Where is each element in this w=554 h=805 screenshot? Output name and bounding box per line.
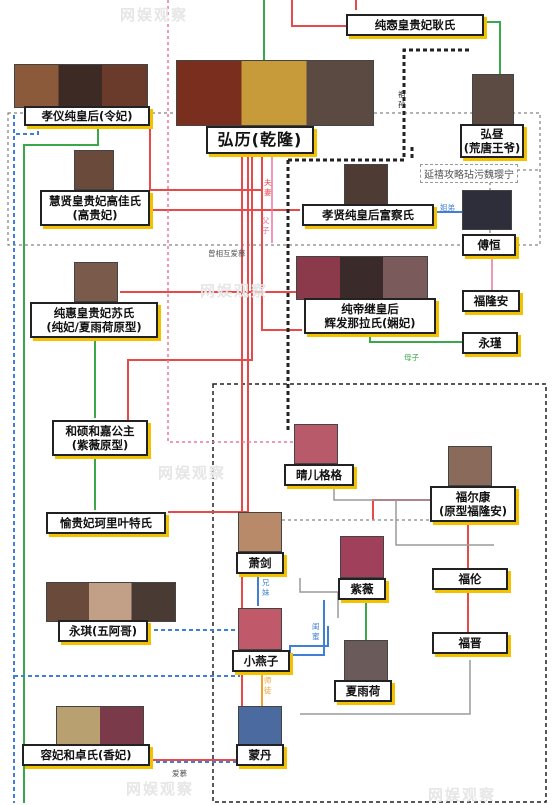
photo-portrait-meng-dan (238, 706, 282, 746)
photo-portrait-rong-fei (56, 706, 144, 748)
node-label-sub: (荒唐王爷) (463, 141, 521, 155)
node-label: 小燕子 (243, 653, 279, 668)
node-fu-long-an: 福隆安 (462, 290, 520, 312)
node-label: 紫薇 (350, 581, 374, 596)
node-xiao-yan-zi: 小燕子 (232, 650, 290, 672)
node-he-shuo: 和硕和嘉公主(紫薇原型) (52, 420, 148, 456)
node-label: 孝贤纯皇后富察氏 (322, 207, 414, 222)
node-label: 晴儿格格 (296, 467, 342, 482)
note-yan-xi: 延禧攻略玷污魏璎宁 (420, 164, 518, 183)
node-rong-fei: 容妃和卓氏(香妃) (22, 744, 150, 766)
node-chun-hui-geng: 纯悫皇贵妃耿氏 (346, 14, 484, 36)
node-label: 蒙丹 (248, 747, 272, 762)
label-fu-qi: 夫妻 (264, 178, 272, 197)
watermark: 网娱观察 (120, 6, 189, 24)
node-xiao-jian: 萧剑 (236, 552, 284, 574)
node-zi-wei: 紫薇 (338, 578, 386, 600)
node-fu-er-kang: 福尔康(原型福隆安) (430, 486, 516, 522)
photo-portrait-qing-er (294, 424, 338, 464)
node-meng-dan: 蒙丹 (236, 744, 284, 766)
node-label: 容妃和卓氏(香妃) (40, 747, 132, 762)
node-label: 和硕和嘉公主 (65, 423, 135, 438)
label-zu-sun: 祖孙 (398, 90, 406, 109)
node-hong-zhou: 弘昼(荒唐王爷) (460, 124, 524, 158)
label-ai-mu: 爱慕 (172, 769, 187, 778)
watermark: 网娱观察 (200, 282, 269, 300)
node-hong-li: 弘历(乾隆) (206, 126, 314, 154)
label-xiong-mei: 兄妹 (262, 578, 270, 597)
node-xia-yu-he: 夏雨荷 (334, 680, 392, 702)
node-label: 弘历(乾隆) (217, 130, 303, 149)
label-shi-tu: 师徒 (264, 676, 272, 695)
node-label-sub: (纯妃/夏雨荷原型) (46, 320, 142, 334)
node-label: 纯悫皇贵妃耿氏 (374, 17, 456, 32)
photo-portrait-xiao-yan-zi (238, 608, 282, 650)
node-label: 纯惠皇贵妃苏氏 (53, 305, 135, 320)
node-yong-ji: 永瑾 (462, 332, 518, 354)
node-label: 傅恒 (477, 237, 501, 252)
label-zeng-xiang-hu-ai-mu: 曾相互爱慕 (208, 249, 246, 258)
node-label: 萧剑 (248, 555, 272, 570)
node-qing-er: 晴儿格格 (284, 464, 354, 486)
node-label: 永琪(五阿哥) (68, 623, 137, 638)
node-yu-gui-fei: 愉贵妃珂里叶特氏 (46, 512, 166, 534)
label-mu-zi: 母子 (404, 353, 419, 362)
label-gui-mi: 闺蜜 (312, 622, 320, 641)
photo-portrait-xiao-jian (238, 512, 282, 552)
node-fu-heng: 傅恒 (462, 234, 516, 256)
node-label: 孝仪纯皇后(令妃) (41, 108, 133, 123)
photo-portrait-chun-hui-su (74, 262, 118, 302)
photo-portrait-fu-er-kang (448, 446, 492, 486)
node-label-sub: (原型福隆安) (438, 504, 507, 518)
label-zu-di: 姐弟 (440, 203, 455, 212)
photo-portrait-xia-yu-he (344, 640, 388, 682)
watermark: 网娱观察 (428, 786, 497, 804)
node-label: 福晋 (458, 635, 482, 650)
photo-portrait-yong-qi (46, 582, 176, 622)
black-dashed-lines (286, 48, 470, 430)
blue-lines (13, 115, 462, 803)
node-label: 愉贵妃珂里叶特氏 (60, 515, 152, 530)
node-label-sub: (紫薇原型) (71, 438, 129, 452)
photo-portrait-xiao-xian (344, 164, 388, 206)
node-label: 永瑾 (478, 335, 502, 350)
node-label-sub: (高贵妃) (72, 208, 118, 222)
node-xiao-yi: 孝仪纯皇后(令妃) (24, 106, 150, 126)
node-label: 慧贤皇贵妃高佳氏 (49, 193, 141, 208)
node-label: 福隆安 (473, 293, 509, 308)
node-hui-xian: 慧贤皇贵妃高佳氏(高贵妃) (40, 190, 150, 226)
photo-portrait-hong-li (176, 60, 374, 126)
node-label: 纯帝继皇后 (341, 301, 399, 316)
watermark: 网娱观察 (158, 464, 227, 482)
node-chun-hui-su: 纯惠皇贵妃苏氏(纯妃/夏雨荷原型) (30, 302, 158, 338)
photo-portrait-fu-heng (462, 190, 512, 230)
node-yong-qi: 永琪(五阿哥) (58, 620, 148, 642)
photo-portrait-xiao-yi (14, 64, 148, 108)
photo-portrait-zi-wei (340, 536, 384, 578)
green-lines (23, 0, 501, 803)
node-label: 夏雨荷 (345, 683, 381, 698)
watermark: 网娱观察 (126, 780, 195, 798)
label-fu-zi: 父子 (262, 216, 270, 235)
group-box-bottom (212, 383, 547, 803)
node-xiao-xian: 孝贤纯皇后富察氏 (302, 204, 434, 226)
photo-portrait-hui-xian (74, 150, 114, 190)
node-label: 弘昼 (480, 126, 504, 141)
photo-portrait-ji-di (296, 256, 428, 300)
node-fu-lun: 福伦 (432, 568, 508, 590)
node-label-sub: 辉发那拉氏(娴妃) (324, 316, 416, 330)
photo-portrait-hong-zhou (472, 74, 514, 128)
node-fu-jin: 福晋 (432, 632, 508, 654)
node-label: 福伦 (458, 571, 482, 586)
node-ji-di: 纯帝继皇后辉发那拉氏(娴妃) (304, 298, 436, 334)
node-label: 福尔康 (455, 489, 491, 504)
